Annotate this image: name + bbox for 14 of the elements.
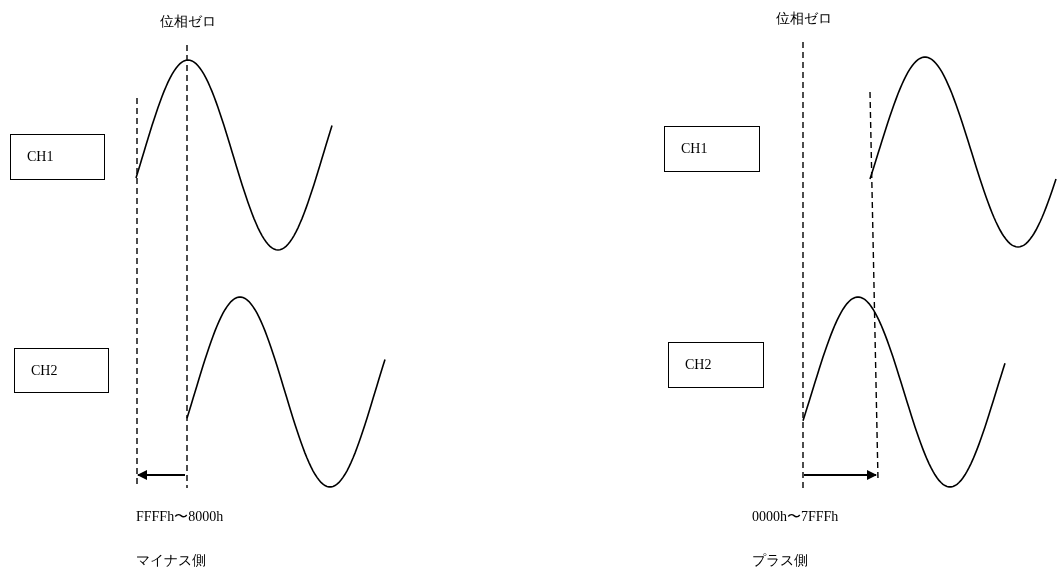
side-label: プラス側 <box>752 552 808 570</box>
channel-box <box>10 134 105 180</box>
channel-label: CH2 <box>31 362 58 379</box>
channel-box <box>664 126 760 172</box>
phase-zero-label: 位相ゼロ <box>160 13 216 31</box>
side-label: マイナス側 <box>136 552 206 570</box>
range-label: FFFFh〜8000h <box>136 508 224 526</box>
channel-box <box>14 348 109 393</box>
channel-label: CH1 <box>27 149 54 165</box>
channel-label: CH2 <box>685 357 712 373</box>
range-label: 0000h〜7FFFh <box>752 508 839 526</box>
channel-label: CH1 <box>681 141 708 157</box>
phase-zero-label: 位相ゼロ <box>776 10 832 28</box>
channel-box <box>668 342 764 388</box>
